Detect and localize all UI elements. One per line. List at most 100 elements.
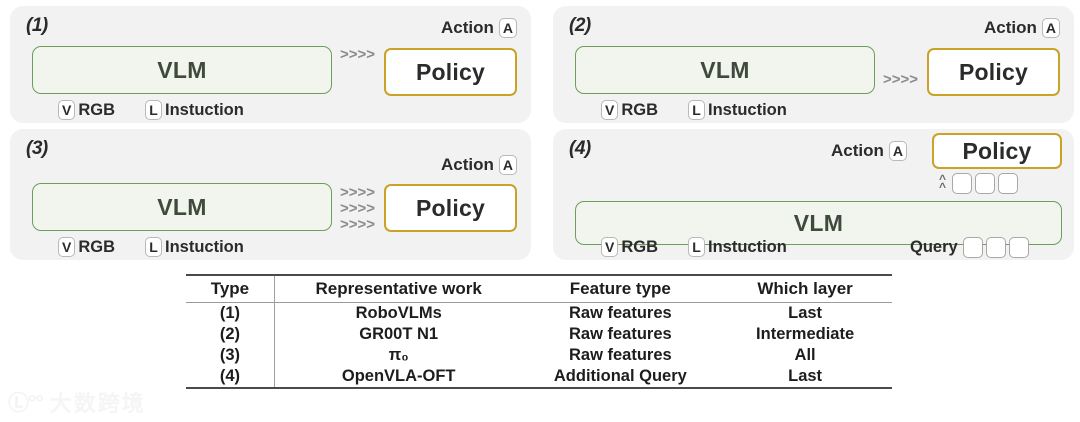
cell-representative-work: RoboVLMs	[273, 302, 523, 324]
query-box	[975, 173, 995, 194]
watermark-logo-icon: Ⓛ°°	[8, 392, 44, 415]
input-visual-rgb: V RGB	[601, 237, 658, 257]
cell-representative-work: π₀	[273, 345, 523, 366]
language-token-badge: L	[145, 237, 163, 257]
query-box	[985, 237, 1006, 258]
policy-block-2: Policy	[927, 48, 1060, 96]
vlm-label: VLM	[157, 56, 207, 83]
bottom-rule	[522, 387, 719, 391]
table-row: (1) RoboVLMs Raw features Last	[186, 302, 892, 324]
table-row: (2) GR00T N1 Raw features Intermediate	[186, 324, 892, 345]
cell-type: (3)	[219, 346, 241, 364]
policy-label: Policy	[959, 58, 1028, 85]
column-header-type: Type	[186, 274, 275, 303]
vlm-label: VLM	[793, 209, 844, 236]
input-label: RGB	[621, 237, 659, 256]
panel-index-label: (4)	[569, 138, 591, 159]
query-box	[962, 237, 983, 258]
panel-type-2: (2) Action A VLM >>>> Policy V RGB L Ins…	[553, 6, 1074, 123]
action-output-group-2: Action A	[984, 18, 1060, 38]
action-output-group-3: Action A	[441, 155, 517, 175]
action-token-badge: A	[498, 155, 517, 175]
visual-token-badge: V	[58, 237, 76, 257]
input-visual-rgb: V RGB	[601, 100, 658, 120]
column-header-which-layer: Which layer	[718, 274, 892, 303]
query-box	[998, 173, 1018, 194]
action-output-group-1: Action A	[441, 18, 517, 38]
vlm-label: VLM	[157, 193, 207, 220]
input-visual-rgb: V RGB	[58, 237, 115, 257]
arrow-row: >>>>	[340, 200, 376, 217]
panel-type-1: (1) Action A VLM >>>> Policy V RGB L Ins…	[10, 6, 531, 123]
query-input-group: Query	[910, 237, 1029, 258]
arrow-row: >>>>	[883, 71, 919, 88]
input-label: Instuction	[708, 100, 787, 119]
vlm-inputs-4: V RGB L Instuction	[601, 237, 787, 257]
table-header-row: Type Representative work Feature type Wh…	[186, 274, 892, 303]
action-label: Action	[831, 141, 884, 160]
panel-index-label: (2)	[569, 15, 591, 36]
feature-flow-arrows-3: >>>> >>>> >>>>	[340, 185, 375, 233]
cell-type: (4)	[219, 367, 241, 385]
input-label: RGB	[621, 100, 659, 119]
vlm-block-3: VLM	[32, 183, 332, 231]
cell-type: (1)	[186, 302, 275, 324]
action-label: Action	[440, 155, 494, 174]
visual-token-badge: V	[58, 100, 76, 120]
arrow-row: >>>>	[340, 46, 376, 63]
table-bottom-rule-row	[186, 387, 892, 391]
input-label: RGB	[78, 237, 116, 256]
policy-block-1: Policy	[384, 48, 517, 96]
cell-feature-type: Raw features	[568, 325, 672, 343]
input-language-instruction: L Instuction	[688, 237, 787, 257]
watermark: Ⓛ°° 大数跨境	[8, 386, 146, 418]
bottom-rule	[186, 387, 275, 391]
action-output-group-4: Action A	[831, 141, 908, 161]
arrow-row: >>>>	[340, 184, 376, 201]
arrow-row: ^	[939, 172, 947, 186]
input-label: RGB	[78, 100, 116, 119]
cell-feature-type: Raw features	[568, 346, 672, 364]
cell-which-layer: Last	[788, 367, 823, 385]
policy-block-3: Policy	[384, 184, 517, 232]
action-token-badge: A	[498, 18, 517, 38]
query-up-arrows: ^ ^	[939, 172, 947, 194]
watermark-text: 大数跨境	[49, 391, 146, 416]
visual-token-badge: V	[601, 237, 619, 257]
language-token-badge: L	[688, 237, 706, 257]
query-box	[1008, 237, 1029, 258]
policy-label: Policy	[416, 58, 485, 85]
cell-which-layer: Intermediate	[756, 325, 855, 343]
query-label: Query	[910, 238, 958, 256]
cell-feature-type: Additional Query	[553, 367, 687, 385]
bottom-rule	[718, 387, 892, 391]
table-row: (3) π₀ Raw features All	[186, 345, 892, 366]
input-language-instruction: L Instuction	[145, 237, 244, 257]
vlm-inputs-3: V RGB L Instuction	[58, 237, 244, 257]
column-header-feature-type: Feature type	[522, 274, 719, 303]
input-label: Instuction	[165, 237, 244, 256]
vlm-label: VLM	[700, 56, 750, 83]
panel-type-3: (3) Action A VLM >>>> >>>> >>>> Policy V…	[10, 129, 531, 260]
arrow-row: ^	[939, 180, 947, 194]
policy-block-4: Policy	[932, 133, 1062, 169]
input-label: Instuction	[708, 237, 787, 256]
panel-type-4: (4) Action A Policy ^ ^ VLM V RGB L	[553, 129, 1074, 260]
query-input-boxes	[962, 237, 1029, 258]
column-header-representative-work: Representative work	[273, 274, 523, 303]
panel-index-label: (1)	[26, 15, 48, 36]
action-label: Action	[983, 18, 1037, 37]
bottom-rule	[274, 387, 523, 391]
table-row: (4) OpenVLA-OFT Additional Query Last	[186, 366, 892, 388]
arrow-row: >>>>	[340, 216, 376, 233]
visual-token-badge: V	[601, 100, 619, 120]
feature-flow-arrows-2: >>>>	[883, 72, 918, 87]
cell-type: (2)	[219, 325, 241, 343]
feature-flow-arrows-1: >>>>	[340, 47, 375, 62]
query-output-boxes	[952, 173, 1018, 194]
cell-which-layer: All	[794, 346, 816, 364]
cell-representative-work: GR00T N1	[273, 324, 523, 345]
policy-label: Policy	[416, 194, 485, 221]
cell-feature-type: Raw features	[522, 302, 719, 324]
panel-index-label: (3)	[26, 138, 48, 159]
